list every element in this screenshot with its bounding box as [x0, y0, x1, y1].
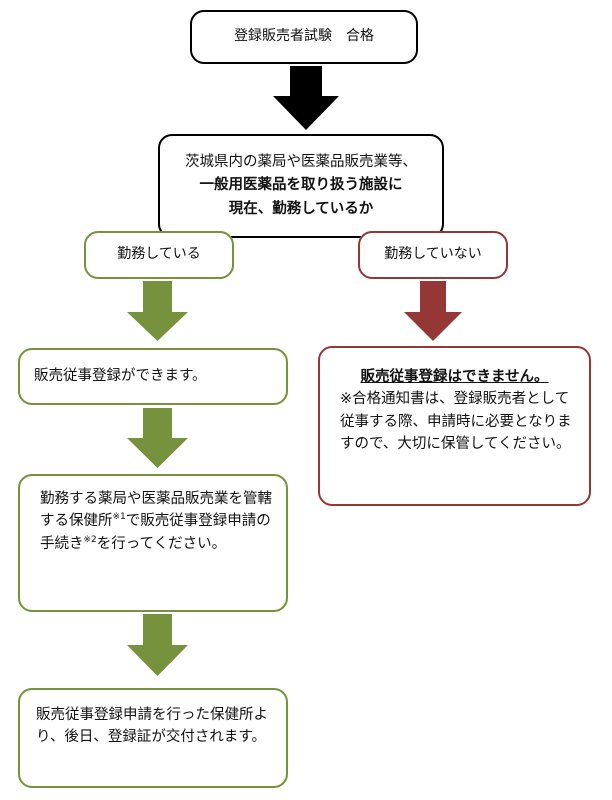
- exam-pass-box: 登録販売者試験 合格: [190, 10, 418, 64]
- certificate-issue-box: 販売従事登録申請を行った保健所より、後日、登録証が交付されます。: [18, 688, 288, 788]
- question-line-2: 一般用医薬品を取り扱う施設に: [199, 177, 403, 194]
- arrow-down-green-1: [127, 281, 188, 341]
- question-line-3: 現在、勤務しているか: [228, 200, 374, 217]
- question-line-1: 茨城県内の薬局や医薬品販売業等、: [185, 154, 417, 171]
- cannot-register-box: 販売従事登録はできません。 ※合格通知書は、登録販売者として従事する際、申請時に…: [318, 346, 591, 506]
- can-register-box: 販売従事登録ができます。: [18, 348, 288, 405]
- cannot-register-heading: 販売従事登録はできません。: [360, 369, 549, 385]
- arrow-down-green-2: [127, 408, 188, 468]
- arrow-down-black: [273, 66, 339, 130]
- footnote-2: ※2: [83, 535, 97, 546]
- cannot-register-note: ※合格通知書は、登録販売者として従事する際、申請時に必要となりますので、大切に保…: [340, 391, 572, 453]
- certificate-issue-text: 販売従事登録申請を行った保健所より、後日、登録証が交付されます。: [36, 707, 268, 746]
- arrow-down-green-3: [127, 614, 188, 676]
- branch-working-label: 勤務している: [117, 246, 201, 263]
- can-register-text: 販売従事登録ができます。: [34, 368, 207, 385]
- procedure-text-2: で販売従事登録申請の手続き: [40, 513, 271, 552]
- branch-not-working-box: 勤務していない: [358, 231, 508, 279]
- footnote-1: ※1: [112, 512, 126, 523]
- arrow-down-red: [404, 281, 462, 341]
- employment-question-box: 茨城県内の薬局や医薬品販売業等、 一般用医薬品を取り扱う施設に 現在、勤務してい…: [158, 134, 444, 238]
- branch-working-box: 勤務している: [84, 231, 234, 279]
- procedure-text-1: 勤務する薬局や医薬品販売業を管轄する保健所: [40, 491, 272, 530]
- branch-not-working-label: 勤務していない: [384, 246, 482, 263]
- procedure-text-3: を行ってください。: [96, 535, 227, 552]
- exam-pass-text: 登録販売者試験 合格: [234, 28, 374, 45]
- procedure-box: 勤務する薬局や医薬品販売業を管轄する保健所※1で販売従事登録申請の手続き※2を行…: [18, 474, 288, 612]
